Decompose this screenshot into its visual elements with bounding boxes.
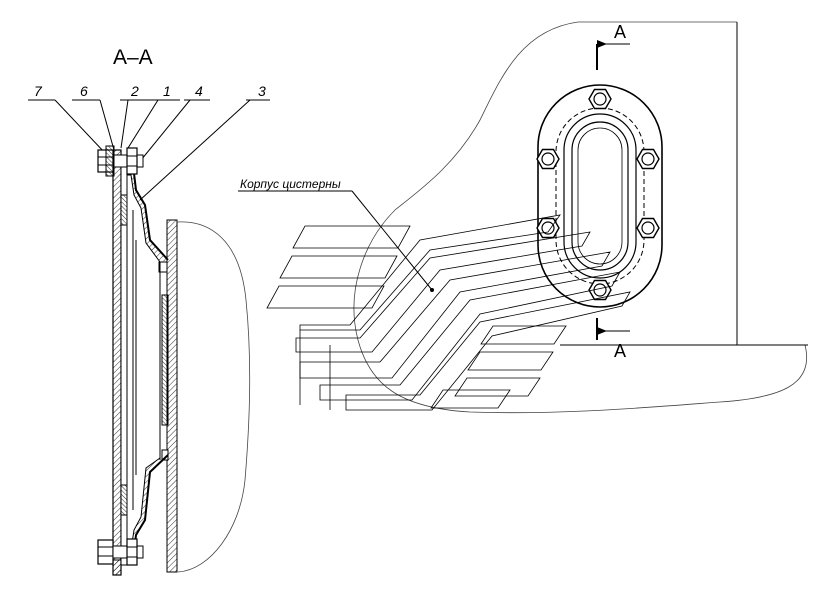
cut-mark-bottom: А [596,318,630,361]
callout-numbers: 7 6 2 1 4 3 [34,83,266,99]
hex-bolt-icon [636,148,660,170]
front-view: А А [238,21,808,414]
callout-3: 3 [258,83,266,99]
bolt-pattern [536,88,660,301]
callout-7: 7 [34,83,43,99]
tank-body-callout: Корпус цистерны [238,177,434,292]
hex-bolt-icon [97,145,144,177]
callout-1: 1 [163,83,171,99]
tank-break-line [176,221,251,573]
hex-bolt-icon [536,148,560,170]
section-view: А–А 7 6 2 1 4 3 [28,46,270,576]
callout-6: 6 [80,83,88,99]
background-watermark [266,214,631,411]
cut-mark-top: А [596,22,630,70]
tank-body-outline [353,21,807,414]
section-title: А–А [113,46,153,69]
hatch-lid-section [97,145,169,576]
hatch-cover [537,84,663,308]
svg-text:А: А [614,341,626,361]
tank-body-label: Корпус цистерны [240,177,341,191]
hex-bolt-icon [97,538,144,576]
svg-text:А: А [614,22,626,42]
callout-leaders [28,99,270,201]
hex-bolt-icon [588,88,612,110]
callout-2: 2 [130,83,139,99]
hex-bolt-icon [636,217,660,239]
callout-4: 4 [195,83,203,99]
